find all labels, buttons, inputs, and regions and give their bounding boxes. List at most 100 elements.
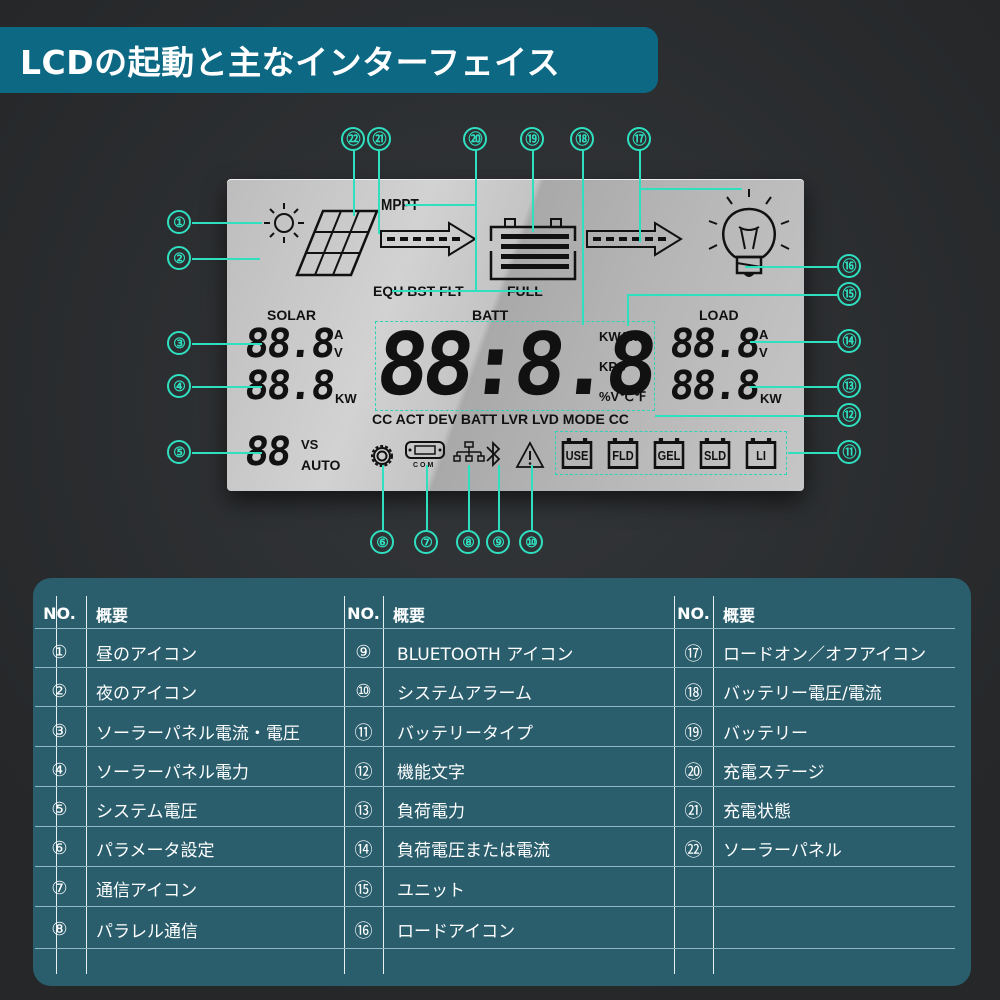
callout-20: ⑳ <box>463 127 487 151</box>
row-desc: ロードアイコン <box>397 922 516 942</box>
load-unit-a: A <box>759 327 769 342</box>
table-rule <box>35 866 955 867</box>
table-rule <box>35 948 955 949</box>
row-no: ⑫ <box>354 761 373 783</box>
callout-11: ⑪ <box>837 440 861 464</box>
callout-15: ⑮ <box>837 282 861 306</box>
table-divider <box>56 596 57 974</box>
unit-auto: AUTO <box>301 457 341 473</box>
callout-6: ⑥ <box>370 530 394 554</box>
header-no: NO. <box>677 604 710 623</box>
com-port-icon <box>405 441 445 459</box>
table-row: ② 夜のアイコン <box>33 672 197 711</box>
callout-16: ⑯ <box>837 254 861 278</box>
leader-line-13 <box>750 386 837 388</box>
charge-arrow-icon <box>380 221 477 257</box>
row-no: ⑱ <box>684 682 703 704</box>
table-header: NO. 概要 <box>344 594 425 633</box>
header-no: NO. <box>43 604 76 623</box>
battery-type-box <box>555 431 787 475</box>
mppt-label: MPPT <box>381 197 419 214</box>
row-no: ㉑ <box>684 800 703 822</box>
load-voltage-current-digits: 88.8 <box>667 321 761 367</box>
load-label: LOAD <box>699 307 739 323</box>
callout-1: ① <box>167 210 191 234</box>
bluetooth-icon <box>486 440 501 468</box>
callout-10: ⑩ <box>519 530 543 554</box>
leader-line-11 <box>788 452 837 454</box>
load-unit-kw: KW <box>760 391 782 406</box>
row-no: ① <box>51 642 68 663</box>
unit-vs: VS <box>301 437 319 452</box>
batt-label: BATT <box>472 307 509 323</box>
solar-panel-icon <box>295 209 379 277</box>
table-row: ⑬ 負荷電力 <box>344 790 466 829</box>
leader-line-9 <box>498 465 500 530</box>
table-rule <box>35 628 955 629</box>
row-no: ② <box>51 681 68 702</box>
table-divider <box>713 596 714 974</box>
row-desc: 昼のアイコン <box>96 645 198 665</box>
table-row: ⑪ バッテリータイプ <box>344 712 534 751</box>
row-desc: 負荷電力 <box>397 802 465 822</box>
row-desc: 夜のアイコン <box>96 684 198 704</box>
row-no: ③ <box>51 721 68 742</box>
callout-13: ⑬ <box>837 374 861 398</box>
row-no: ⑲ <box>684 722 703 744</box>
row-desc: システム電圧 <box>96 802 198 822</box>
battery-type-use: USE <box>561 438 593 469</box>
unit-percent-temp: %V℃℉ <box>599 389 647 404</box>
row-no: ㉒ <box>684 839 703 861</box>
load-unit-v: V <box>759 345 768 360</box>
leader-line-17 <box>639 150 641 242</box>
page-title: LCDの起動と主なインターフェイス <box>0 27 658 93</box>
row-no: ⑬ <box>354 800 373 822</box>
callout-2: ② <box>167 246 191 270</box>
callout-19: ⑲ <box>520 127 544 151</box>
row-desc: 通信アイコン <box>96 881 198 901</box>
leader-line-18 <box>582 150 584 325</box>
unit-kps: KPS <box>599 359 626 374</box>
function-text: CC ACT DEV BATT LVR LVD MODE CC <box>372 411 629 427</box>
battery-type-fld: FLD <box>607 438 639 469</box>
row-no: ⑯ <box>354 920 373 942</box>
bulb-icon <box>708 189 790 277</box>
table-row: ⑮ ユニット <box>344 869 466 908</box>
row-desc: 機能文字 <box>397 763 465 783</box>
leader-line-20-stage <box>392 290 542 292</box>
solar-unit-v: V <box>334 345 343 360</box>
header-desc: 概要 <box>96 605 129 625</box>
callout-12: ⑫ <box>837 403 861 427</box>
row-desc: ユニット <box>397 881 465 901</box>
solar-unit-kw: KW <box>335 391 357 406</box>
lcd-display: MPPT EQU BST FLT FULL SOLAR 88.8 A V <box>227 179 804 491</box>
table-divider <box>674 596 675 974</box>
leader-line-14 <box>750 341 837 343</box>
row-desc: 充電状態 <box>723 802 791 822</box>
leader-line-16 <box>745 266 837 268</box>
row-desc: システムアラーム <box>397 684 532 704</box>
table-divider <box>86 596 87 974</box>
load-arrow-icon <box>586 221 683 257</box>
callout-8: ⑧ <box>456 530 480 554</box>
row-no: ⑪ <box>354 722 373 744</box>
battery-type-sld: SLD <box>699 438 731 469</box>
row-no: ⑧ <box>51 919 68 940</box>
leader-line-19 <box>532 150 534 232</box>
leader-line-12 <box>655 415 837 417</box>
com-label: COM <box>413 462 436 469</box>
row-no: ⑮ <box>354 879 373 901</box>
battery-type-gel: GEL <box>653 438 685 469</box>
moon-icon <box>257 243 286 278</box>
row-no: ⑨ <box>355 642 372 663</box>
row-desc: バッテリータイプ <box>397 724 533 744</box>
